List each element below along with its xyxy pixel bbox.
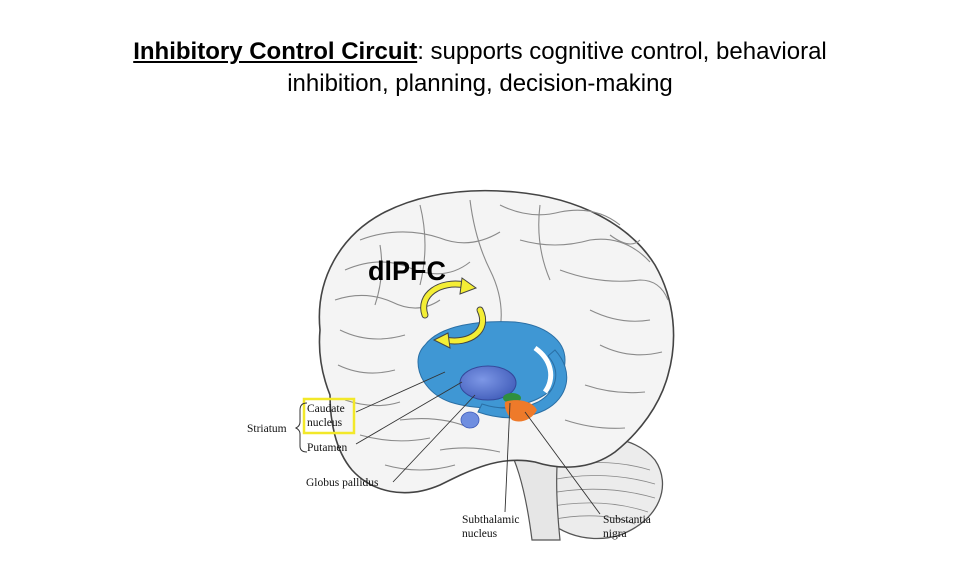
caudate-tail: [477, 349, 568, 419]
leader-lines: [355, 371, 601, 515]
caudate-label-line-1: Caudate: [307, 403, 345, 415]
title-line-1-rest: : supports cognitive control, behavioral: [417, 38, 827, 65]
substantia-label-line-1: Substantia: [603, 514, 651, 526]
dlpfc-loop-arrows: [420, 277, 486, 349]
dlpfc-label: dlPFC: [368, 256, 446, 286]
striatum-label: Striatum: [247, 423, 287, 435]
amygdala-shape: [460, 411, 480, 429]
caudate-label-line-2: nucleus: [307, 417, 343, 429]
ventricle-gap: [533, 345, 554, 394]
substantia-label-line-2: nigra: [603, 528, 627, 540]
subthalamic-label-line-2: nucleus: [462, 528, 498, 540]
title-line-2: inhibition, planning, decision-making: [287, 70, 673, 97]
substantia-nigra-shape: [504, 400, 537, 422]
caudate-highlight-box: [302, 397, 356, 435]
title-line-1: Inhibitory Control Circuit: supports cog…: [0, 36, 960, 68]
striatum-bracket: [294, 402, 308, 453]
title-emphasis: Inhibitory Control Circuit: [133, 38, 418, 65]
putamen-label: Putamen: [307, 442, 347, 454]
globus-pallidus-label: Globus pallidus: [306, 477, 379, 489]
subthalamic-label-line-1: Subthalamic: [462, 514, 520, 526]
slide-title: Inhibitory Control Circuit: supports cog…: [0, 36, 960, 100]
